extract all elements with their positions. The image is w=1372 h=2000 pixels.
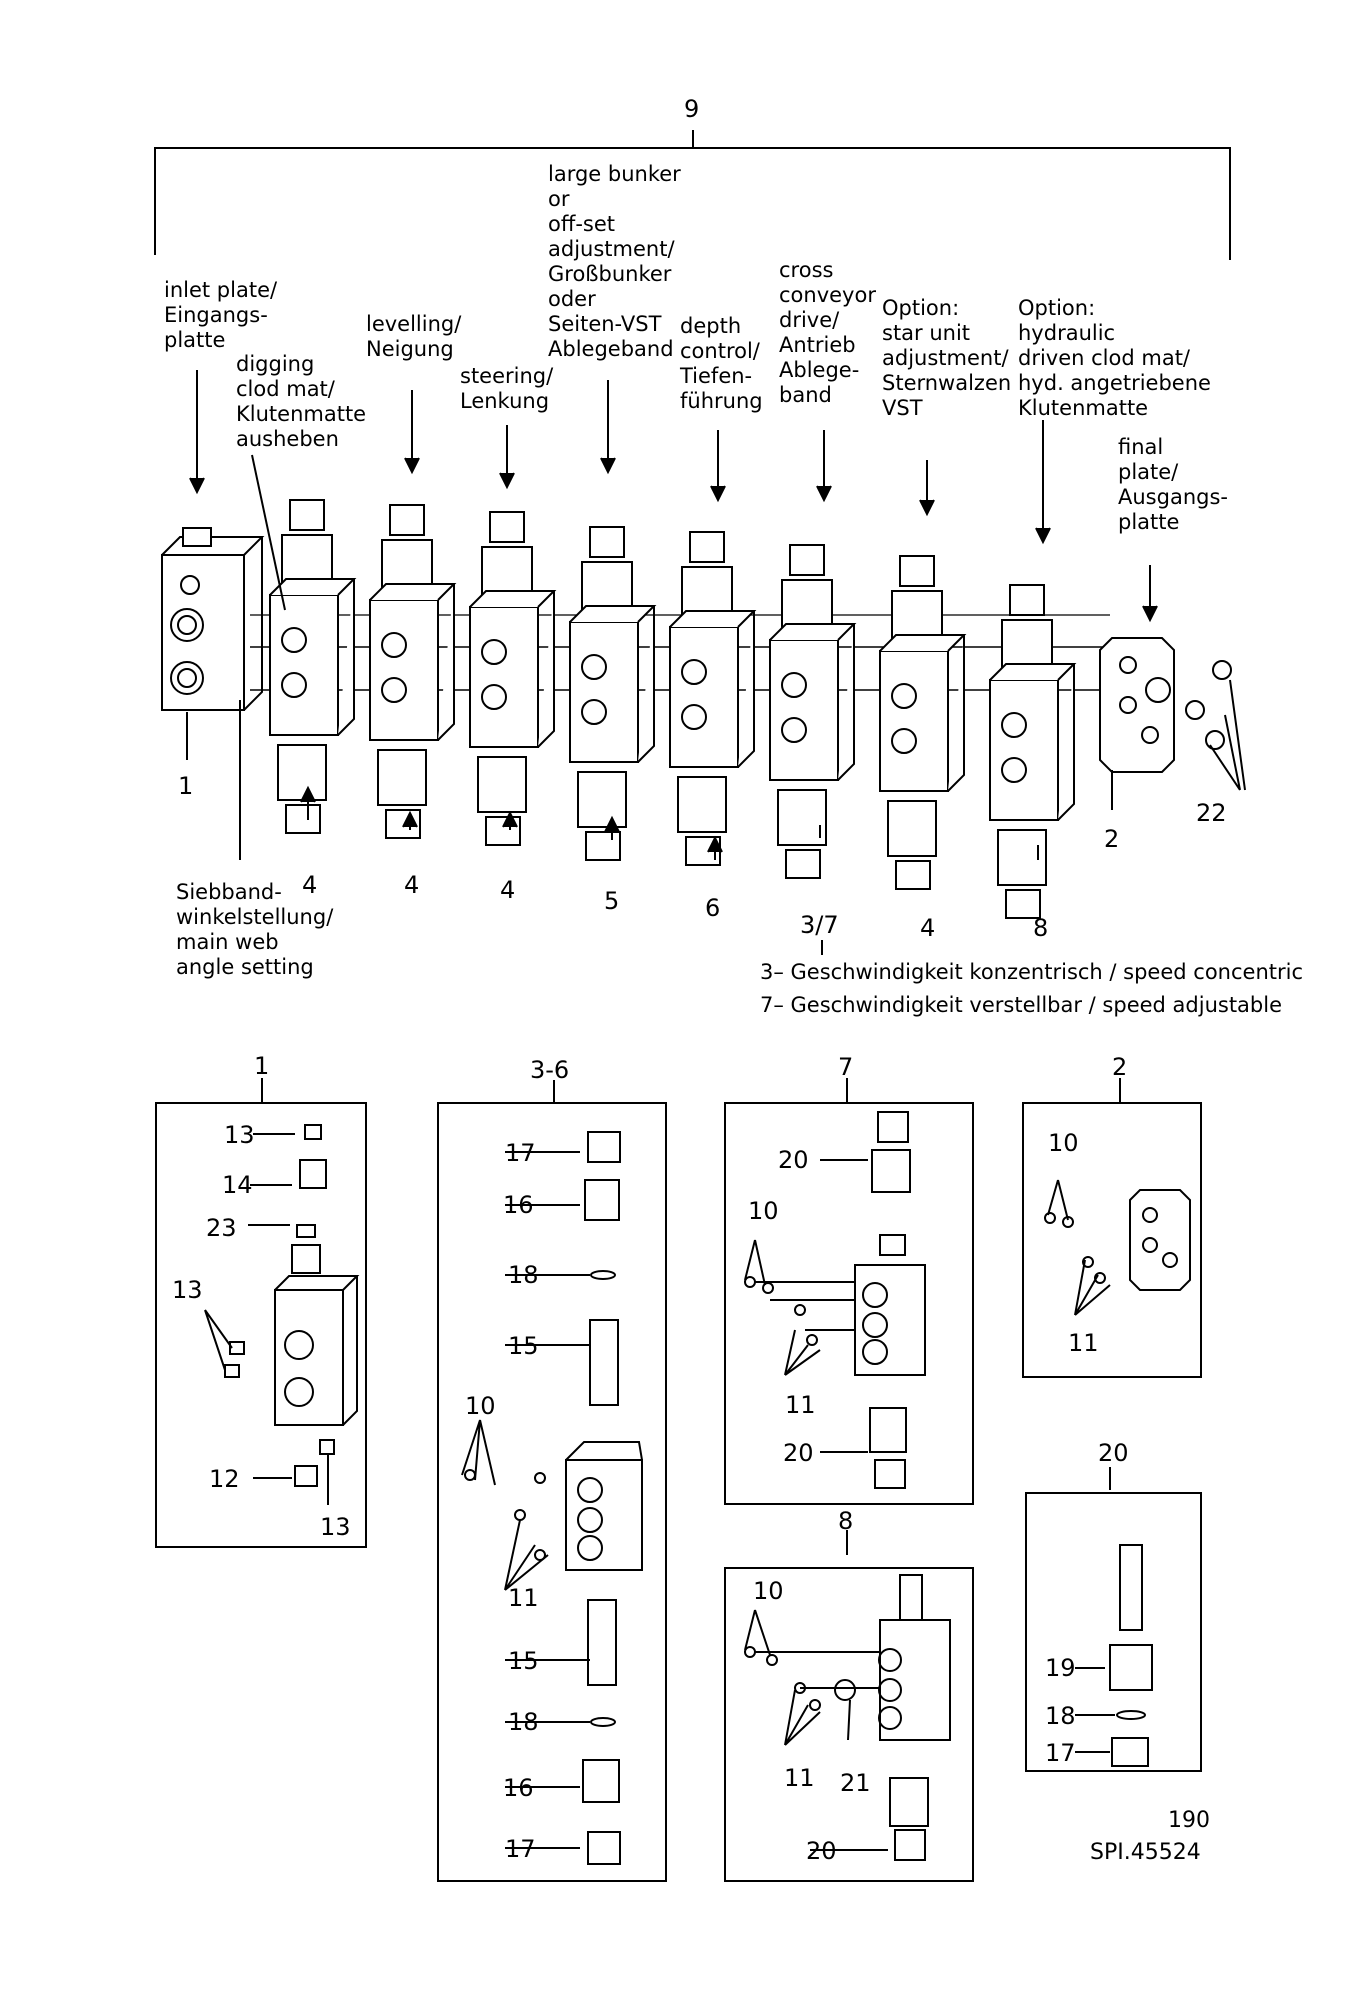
detail-3-6-parts xyxy=(461,1131,643,1865)
part-label: 17 xyxy=(505,1139,536,1167)
detail-title-2: 2 xyxy=(1112,1053,1128,1081)
drawing-reference: SPI.45524 xyxy=(1090,1840,1201,1865)
page-number: 190 xyxy=(1168,1808,1210,1833)
detail-box-20 xyxy=(1025,1492,1202,1772)
valve-section xyxy=(669,531,757,866)
part-number-4: 4 xyxy=(500,876,516,904)
detail-1-parts xyxy=(204,1124,360,1505)
part-label: 16 xyxy=(503,1774,534,1802)
detail-2-parts xyxy=(1044,1179,1191,1316)
part-number-8: 8 xyxy=(1033,914,1049,942)
part-number-2: 2 xyxy=(1104,825,1120,853)
legend-speed-concentric: 3– Geschwindigkeit konzentrisch / speed … xyxy=(760,960,1304,984)
valve-section xyxy=(989,584,1077,919)
part-label: 18 xyxy=(508,1261,539,1289)
part-label: 17 xyxy=(505,1835,536,1863)
part-label: 10 xyxy=(465,1392,496,1420)
detail-title-3-6: 3-6 xyxy=(530,1056,570,1084)
part-label: 20 xyxy=(806,1837,837,1865)
part-label: 23 xyxy=(206,1214,237,1242)
valve-section xyxy=(769,544,857,879)
detail-box-2 xyxy=(1022,1102,1202,1378)
part-label: 17 xyxy=(1045,1739,1076,1767)
label-inlet-plate: inlet plate/Eingangs-platte xyxy=(164,278,278,352)
detail-box-1 xyxy=(155,1102,367,1548)
valve-section xyxy=(879,555,967,890)
detail-box-3-6 xyxy=(437,1102,667,1882)
part-label: 21 xyxy=(840,1769,871,1797)
part-label: 19 xyxy=(1045,1654,1076,1682)
part-label: 18 xyxy=(508,1708,539,1736)
valve-section xyxy=(269,499,357,834)
valve-section xyxy=(569,526,657,861)
part-number-4: 4 xyxy=(920,914,936,942)
part-label: 16 xyxy=(503,1191,534,1219)
detail-8-parts xyxy=(744,1574,951,1861)
part-label: 20 xyxy=(783,1439,814,1467)
detail-box-8 xyxy=(724,1567,974,1882)
part-label: 13 xyxy=(172,1276,203,1304)
label-levelling: levelling/Neigung xyxy=(366,312,462,361)
part-label: 10 xyxy=(1048,1129,1079,1157)
detail-title-7: 7 xyxy=(838,1053,854,1081)
part-label: 11 xyxy=(784,1764,815,1792)
inlet-plate xyxy=(161,527,265,711)
group-number-9: 9 xyxy=(684,95,700,123)
part-label: 10 xyxy=(753,1577,784,1605)
legend-speed-adjustable: 7– Geschwindigkeit verstellbar / speed a… xyxy=(760,993,1283,1017)
part-number-3-7: 3/7 xyxy=(800,911,839,939)
part-label: 15 xyxy=(508,1647,539,1675)
part-label: 18 xyxy=(1045,1702,1076,1730)
part-number-1: 1 xyxy=(178,772,194,800)
part-label: 15 xyxy=(508,1332,539,1360)
part-number-4: 4 xyxy=(404,871,420,899)
detail-title-20: 20 xyxy=(1098,1439,1129,1467)
part-label: 14 xyxy=(222,1171,253,1199)
detail-title-1: 1 xyxy=(254,1052,270,1080)
part-label: 12 xyxy=(209,1465,240,1493)
part-label: 13 xyxy=(320,1513,351,1541)
part-label: 20 xyxy=(778,1146,809,1174)
part-number-6: 6 xyxy=(705,894,721,922)
part-label: 11 xyxy=(508,1584,539,1612)
bolts-22 xyxy=(1185,660,1246,791)
valve-section xyxy=(369,504,457,839)
label-steering: steering/Lenkung xyxy=(460,364,554,413)
detail-20-parts xyxy=(1075,1544,1153,1767)
final-plate xyxy=(1099,637,1175,773)
part-label: 10 xyxy=(748,1197,779,1225)
part-number-22: 22 xyxy=(1196,799,1227,827)
part-label: 11 xyxy=(1068,1329,1099,1357)
valve-section xyxy=(469,511,557,846)
part-number-5: 5 xyxy=(604,887,620,915)
detail-title-8: 8 xyxy=(838,1507,854,1535)
part-number-4: 4 xyxy=(302,871,318,899)
part-label: 11 xyxy=(785,1391,816,1419)
detail-box-7 xyxy=(724,1102,974,1505)
detail-7-parts xyxy=(744,1111,926,1489)
part-label: 13 xyxy=(224,1121,255,1149)
